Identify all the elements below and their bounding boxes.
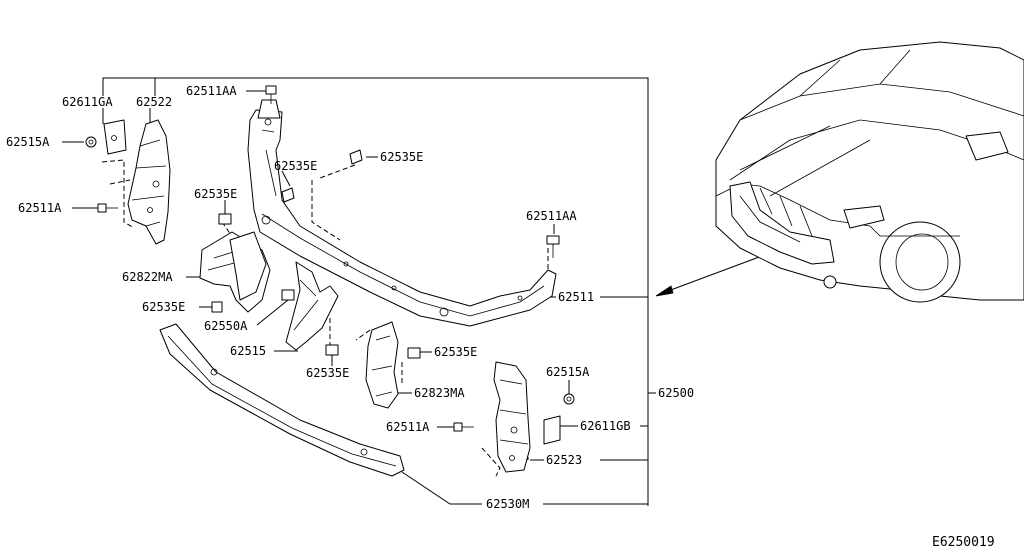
air-guide-right <box>365 321 399 409</box>
clip-icon <box>349 149 363 165</box>
label-62535E-e: 62535E <box>306 366 349 380</box>
label-62822MA: 62822MA <box>122 270 173 284</box>
lower-core-support <box>159 323 405 477</box>
label-62511A-left: 62511A <box>18 201 62 215</box>
air-guide-left <box>199 231 271 313</box>
label-62515A-left: 62515A <box>6 135 50 149</box>
bolt-icon <box>453 422 474 432</box>
center-stay <box>281 261 339 351</box>
clip-icon <box>211 301 223 313</box>
label-62535E-a: 62535E <box>274 159 317 173</box>
label-62535E-b: 62535E <box>380 150 423 164</box>
left-hood-ledge-bracket <box>103 119 171 245</box>
bolt-icon <box>281 289 295 301</box>
label-62511AA-right: 62511AA <box>526 209 577 223</box>
label-62550A: 62550A <box>204 319 248 333</box>
label-62611GA: 62611GA <box>62 95 113 109</box>
right-hood-ledge-bracket <box>493 361 561 473</box>
label-62515: 62515 <box>230 344 266 358</box>
leader-lines <box>62 77 779 506</box>
bolt-icon <box>97 203 118 213</box>
label-62535E-c: 62535E <box>194 187 237 201</box>
bolt-icon <box>546 235 560 258</box>
label-62823MA: 62823MA <box>414 386 465 400</box>
label-62511: 62511 <box>558 290 594 304</box>
label-62530M: 62530M <box>486 497 529 511</box>
label-62611GB: 62611GB <box>580 419 631 433</box>
clip-icon <box>281 187 295 203</box>
label-62522: 62522 <box>136 95 172 109</box>
bolt-icon <box>563 393 575 405</box>
vehicle-illustration <box>715 41 1024 303</box>
label-62515A-right: 62515A <box>546 365 590 379</box>
label-62511A-bottom: 62511A <box>386 420 430 434</box>
clip-icon <box>407 347 421 359</box>
diagram-code: E6250019 <box>932 535 995 550</box>
clip-icon <box>325 344 339 356</box>
label-62511AA-top: 62511AA <box>186 84 237 98</box>
label-62523: 62523 <box>546 453 582 467</box>
clip-icon <box>218 213 232 225</box>
label-62535E-f: 62535E <box>434 345 477 359</box>
label-62500: 62500 <box>658 386 694 400</box>
bolt-icon <box>265 85 277 95</box>
label-62535E-d: 62535E <box>142 300 185 314</box>
upper-core-support <box>247 85 557 327</box>
bolt-icon <box>85 136 97 148</box>
part-labels: 62611GA 62522 62511AA 62515A 62535E 6253… <box>6 84 995 550</box>
